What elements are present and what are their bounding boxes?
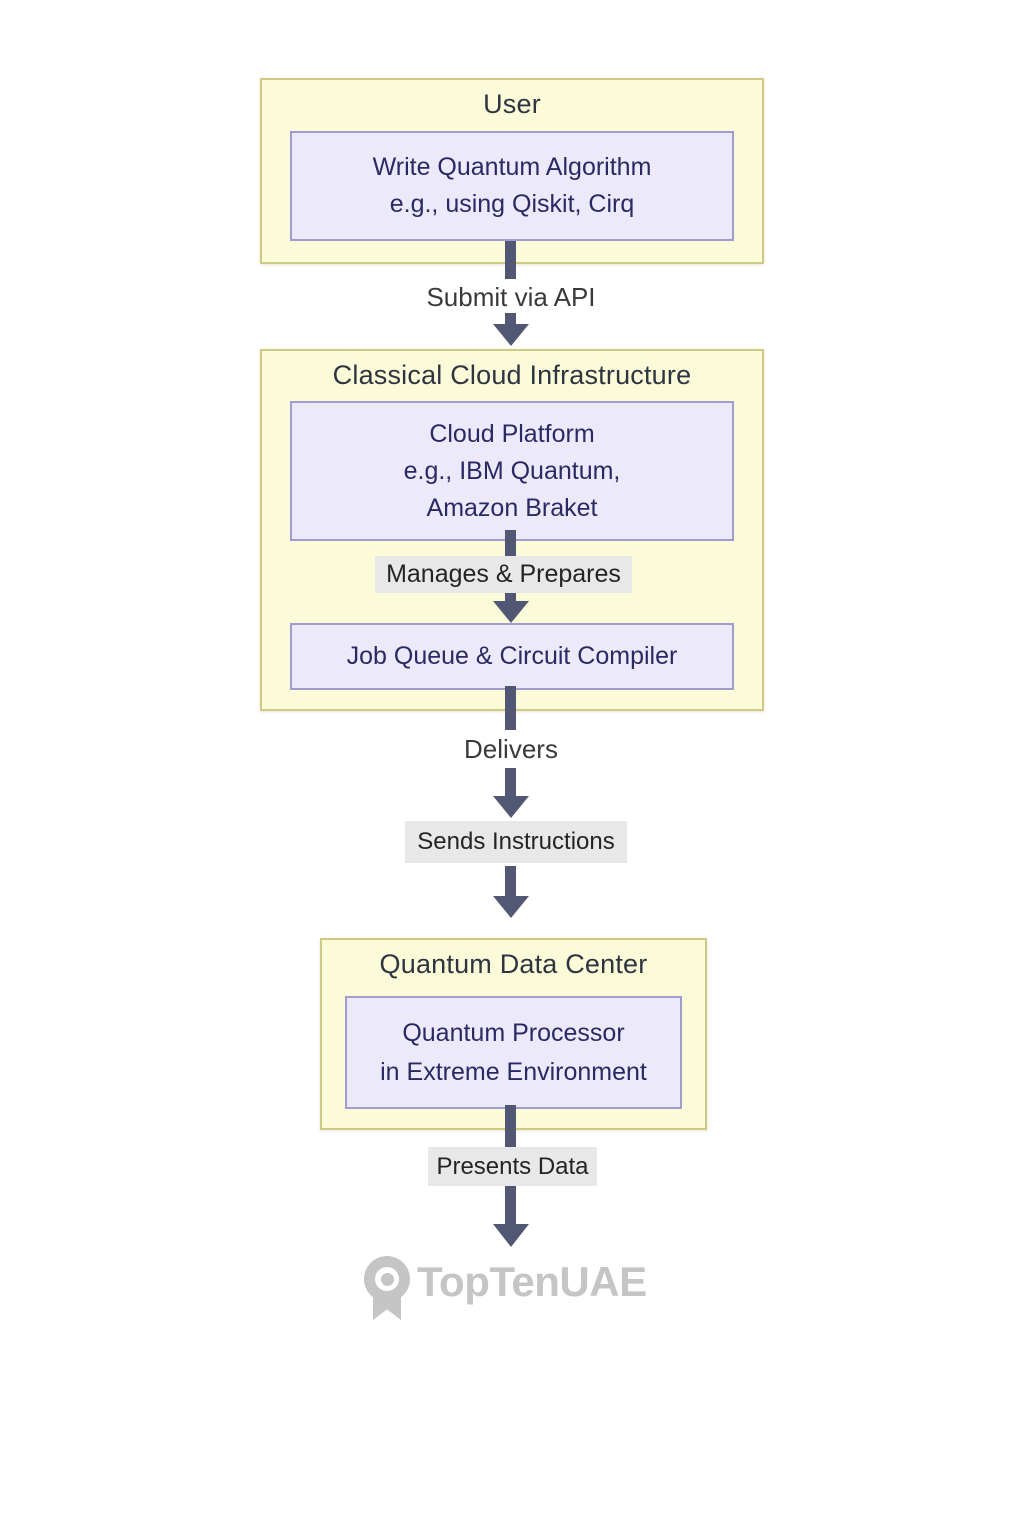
presents-data-edge-label: Presents Data [428,1147,597,1186]
arrow-stub [505,686,516,730]
arrow-stub [505,1186,516,1225]
watermark-brand-text: TopTenUAE [417,1258,647,1305]
award-ribbon-icon [364,1256,410,1324]
node-text-line: Write Quantum Algorithm [372,153,652,181]
arrow-stub [505,530,516,558]
arrow-stub [505,241,516,279]
arrow-stub [505,1105,516,1148]
node-text-line: Cloud Platform [429,419,595,448]
quantum-data-center-title: Quantum Data Center [379,949,648,979]
down-arrow-icon [493,601,529,623]
node-text-line: e.g., IBM Quantum, [403,456,621,485]
quantum-processor-node: Quantum Processor in Extreme Environment [345,996,682,1109]
cloud-platform-node: Cloud Platform e.g., IBM Quantum, Amazon… [290,401,734,541]
down-arrow-icon [493,1224,529,1247]
classical-cloud-container-title: Classical Cloud Infrastructure [332,360,692,390]
node-text-line: Quantum Processor [402,1018,625,1047]
down-arrow-icon [493,896,529,918]
arrow-stub [505,866,516,897]
arrow-stub [505,591,516,603]
node-text-line: e.g., using Qiskit, Cirq [389,190,635,218]
arrow-stub [505,768,516,798]
user-container: User Write Quantum Algorithm e.g., using… [260,78,764,264]
node-text-line: in Extreme Environment [380,1057,647,1086]
arrow-stub [505,313,516,326]
user-container-title: User [483,89,541,119]
down-arrow-icon [493,796,529,818]
classical-cloud-container: Classical Cloud Infrastructure Cloud Pla… [260,349,764,711]
sends-instructions-edge-label: Sends Instructions [405,821,627,863]
job-queue-compiler-node: Job Queue & Circuit Compiler [290,623,734,690]
submit-via-api-edge-label: Submit via API [426,282,596,312]
down-arrow-icon [493,324,529,346]
node-text-line: Amazon Braket [426,493,598,522]
quantum-data-center-container: Quantum Data Center Quantum Processor in… [320,938,707,1130]
delivers-edge-label: Delivers [464,734,558,764]
node-text-line: Job Queue & Circuit Compiler [346,642,678,670]
manages-prepares-edge-label: Manages & Prepares [375,556,632,593]
ribbon-medal-circle [364,1256,410,1302]
write-quantum-algorithm-node: Write Quantum Algorithm e.g., using Qisk… [290,131,734,241]
